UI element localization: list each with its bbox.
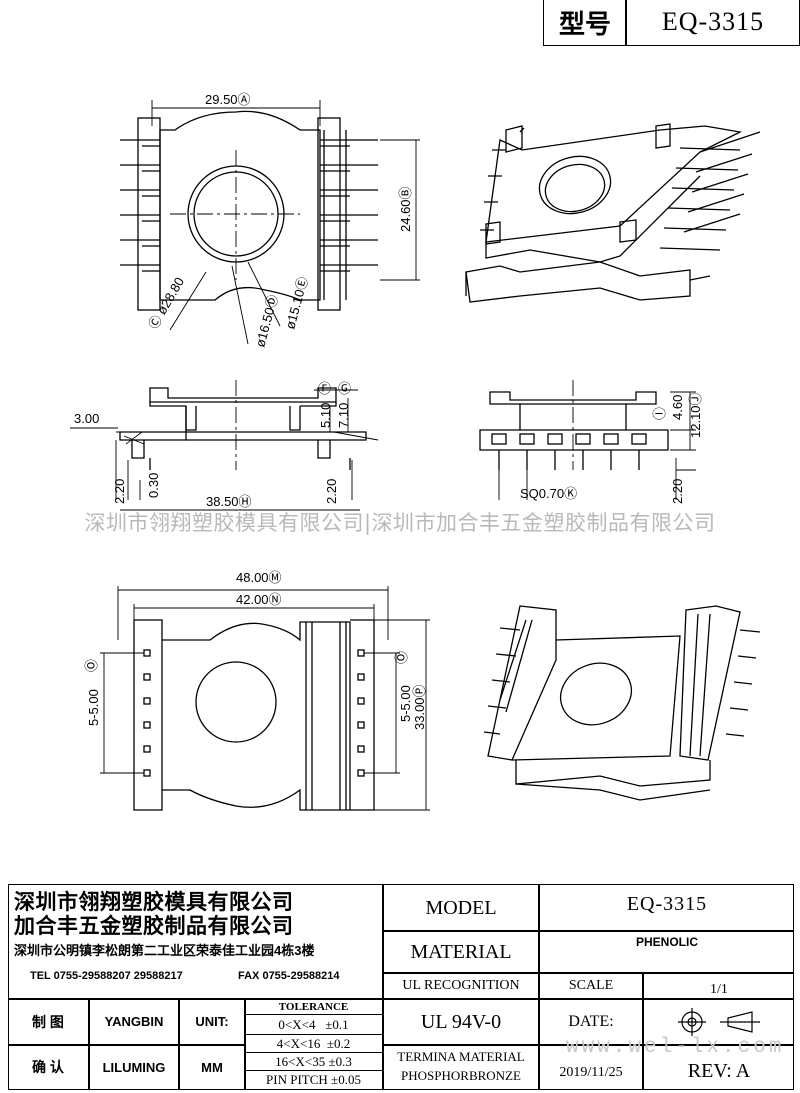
divider-h-tol1 — [244, 1014, 382, 1015]
side-view — [70, 380, 379, 511]
dim-top-width: 29.50Ⓐ — [205, 92, 251, 107]
dim-end-h1: 4.60 — [670, 395, 685, 420]
model-label: MODEL — [425, 896, 497, 919]
company-fax: FAX 0755-29588214 — [238, 970, 340, 982]
iso-view-top — [465, 123, 761, 303]
scale-value: 1/1 — [710, 982, 728, 997]
date-value: 2019/11/25 — [559, 1065, 623, 1080]
material-value: PHENOLIC — [635, 935, 698, 949]
company-address: 深圳市公明镇李松朗第二工业区荣泰佳工业园4栋3楼 — [14, 943, 315, 958]
divider-v-left3 — [244, 998, 246, 1090]
dim-side-f: Ⓕ — [318, 381, 331, 396]
watermark-text: 深圳市翎翔塑胶模具有限公司|深圳市加合丰五金塑胶制品有限公司 — [84, 511, 716, 535]
dim-side-left: 3.00 — [74, 411, 99, 426]
material-label: MATERIAL — [410, 940, 512, 963]
unit-label: UNIT: — [195, 1014, 229, 1029]
divider-h-model — [382, 930, 794, 932]
iso-view-bottom — [483, 605, 761, 801]
divider-v-scale — [642, 972, 644, 1090]
drawn-label: 制 图 — [32, 1013, 64, 1030]
title-block — [8, 884, 794, 1090]
tolerance-row-3: 16<X<35 ±0.3 — [275, 1053, 352, 1069]
header-model-label: 型号 — [558, 8, 611, 39]
company-name-2: 加合丰五金塑胶制品有限公司 — [14, 915, 294, 938]
dim-side-pin1: 2.20 — [112, 479, 127, 504]
terminal-value: PHOSPHORBRONZE — [401, 1068, 521, 1083]
company-name-1: 深圳市翎翔塑胶模具有限公司 — [14, 891, 294, 914]
dim-bottom-o: Ⓞ — [84, 659, 99, 672]
divider-h-ul — [382, 998, 794, 1000]
dim-side-gap: 0.30 — [146, 473, 161, 498]
drawn-by: YANGBIN — [104, 1014, 164, 1029]
dim-end-h2: 12.10Ⓙ — [688, 392, 703, 438]
divider-h-date — [382, 1044, 794, 1046]
check-label: 确 认 — [32, 1059, 64, 1075]
tolerance-row-2: 4<X<16 ±0.2 — [276, 1035, 351, 1051]
dim-bottom-w2: 42.00Ⓝ — [236, 592, 282, 607]
dim-bottom-pitch-left: 5-5.00 — [86, 689, 101, 726]
top-view — [120, 100, 420, 345]
projection-symbol-icon — [678, 1008, 760, 1036]
checked-by: LILUMING — [102, 1059, 166, 1075]
divider-v-right — [538, 884, 540, 1090]
divider-h-tol2 — [244, 1034, 382, 1035]
dim-bottom-height: 33.00Ⓟ — [412, 684, 427, 730]
ul-value: UL 94V-0 — [420, 1010, 502, 1033]
divider-h-left2 — [8, 1044, 244, 1046]
dim-end-i: Ⓘ — [652, 407, 667, 420]
dim-end-pin-len: 2.20 — [670, 479, 685, 504]
company-tel: TEL 0755-29588207 29588217 — [30, 970, 183, 982]
divider-h-material — [382, 972, 794, 974]
dim-side-pin2: 2.20 — [324, 479, 339, 504]
tolerance-row-1: 0<X<4 ±0.1 — [278, 1016, 349, 1032]
header-divider — [625, 0, 627, 46]
divider-h-tol4 — [244, 1070, 382, 1071]
end-view — [479, 380, 696, 500]
dim-top-dia-c: Ⓒ ø28.80 — [146, 275, 188, 332]
dim-top-dia-e: ø15.10Ⓔ — [282, 275, 310, 331]
dim-side-width: 38.50Ⓗ — [206, 494, 252, 509]
ul-label: UL RECOGNITION — [402, 977, 520, 993]
terminal-label: TERMINA MATERIAL — [397, 1049, 525, 1064]
dim-top-height: 24.60Ⓑ — [398, 186, 413, 232]
dim-end-pin-size: SQ0.70Ⓚ — [520, 486, 577, 501]
divider-h-tol3 — [244, 1052, 382, 1053]
dim-bottom-o-right: Ⓞ — [394, 651, 409, 664]
header-model-value: EQ-3315 — [661, 7, 765, 36]
divider-v-main — [382, 884, 384, 1090]
scale-label: SCALE — [568, 977, 614, 993]
revision: REV: A — [687, 1059, 751, 1082]
divider-h-left — [8, 998, 382, 1000]
model-value: EQ-3315 — [626, 892, 708, 915]
tolerance-title: TOLERANCE — [278, 1000, 349, 1013]
technical-drawing: 29.50Ⓐ 24.60Ⓑ Ⓒ ø28.80 ø16.50Ⓓ ø15.10Ⓔ Ⓕ… — [70, 92, 761, 811]
dim-top-dia-d: ø16.50Ⓓ — [252, 293, 280, 349]
date-label: DATE: — [568, 1013, 614, 1030]
website-watermark: www.wel-lx.com — [566, 1036, 785, 1059]
unit-value: MM — [201, 1059, 223, 1075]
dim-side-g: Ⓖ — [338, 381, 351, 396]
bottom-view — [100, 586, 430, 811]
dim-bottom-w1: 48.00Ⓜ — [236, 570, 282, 585]
dim-bottom-pitch-right: 5-5.00 — [398, 685, 413, 722]
dim-side-h1: 5.10 — [318, 403, 333, 428]
tolerance-row-4: PIN PITCH ±0.05 — [266, 1072, 361, 1087]
dim-side-h2: 7.10 — [336, 403, 351, 428]
